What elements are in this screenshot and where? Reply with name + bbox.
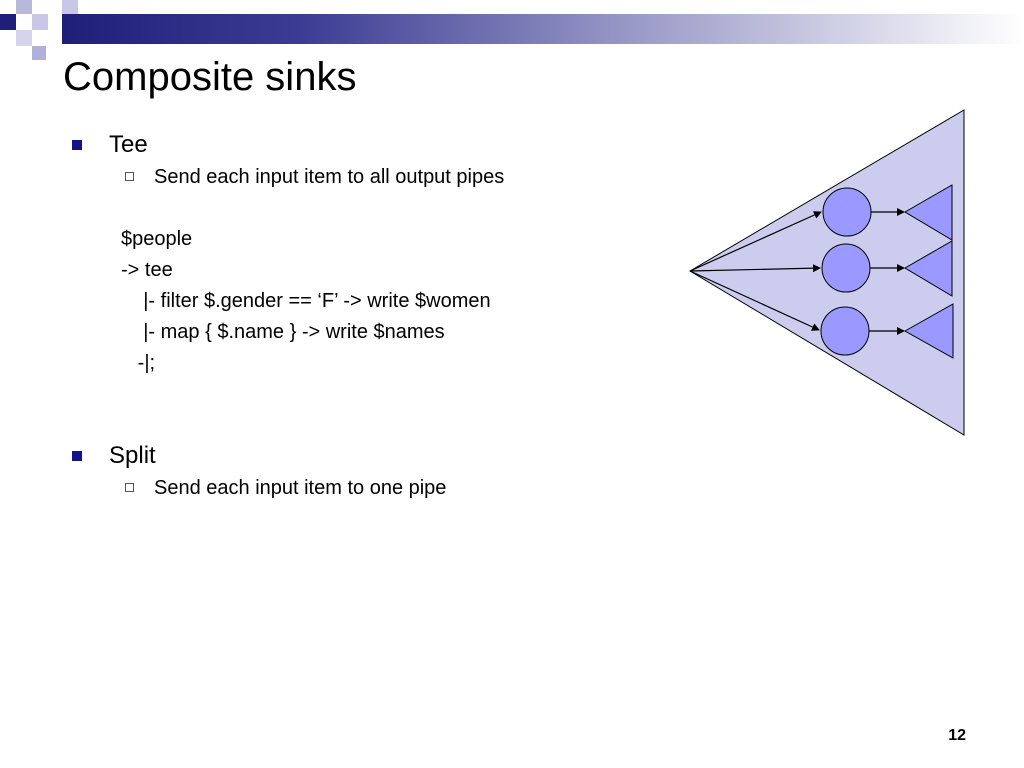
arrow-line bbox=[689, 264, 821, 273]
code-line: -> tee bbox=[121, 259, 173, 281]
code-line: |- filter $.gender == ‘F’ -> write $wome… bbox=[121, 290, 491, 312]
bullet-tee: Tee bbox=[72, 130, 148, 160]
code-line: $people bbox=[121, 228, 193, 250]
hollow-square-bullet-icon bbox=[125, 483, 134, 492]
code-line: |- map { $.name } -> write $names bbox=[121, 321, 445, 343]
decorative-squares-logo bbox=[0, 0, 78, 60]
arrow-line bbox=[689, 270, 820, 331]
output-sink-triangle bbox=[903, 303, 954, 359]
split-description-text: Send each input item to one pipe bbox=[154, 477, 447, 499]
sub-bullet-tee-description: Send each input item to all output pipes bbox=[125, 164, 505, 190]
sub-bullet-split-description: Send each input item to one pipe bbox=[125, 475, 447, 501]
title-gradient-bar bbox=[62, 14, 1024, 44]
output-sink-triangle bbox=[904, 184, 953, 241]
page-number: 12 bbox=[948, 727, 966, 744]
arrow-line bbox=[689, 211, 822, 272]
pipe-node-circle bbox=[821, 243, 871, 293]
square-bullet-icon bbox=[72, 140, 82, 150]
tee-description-text: Send each input item to all output pipes bbox=[154, 166, 505, 188]
bullet-tee-label: Tee bbox=[109, 131, 148, 158]
tee-diagram bbox=[689, 109, 965, 436]
pipe-node-circle bbox=[820, 306, 870, 356]
bullet-split-label: Split bbox=[109, 442, 156, 469]
hollow-square-bullet-icon bbox=[125, 172, 134, 181]
square-bullet-icon bbox=[72, 451, 82, 461]
code-line: -|; bbox=[121, 352, 156, 374]
pipe-node-circle bbox=[822, 187, 872, 237]
slide-title: Composite sinks bbox=[63, 55, 357, 99]
bullet-split: Split bbox=[72, 441, 156, 471]
output-sink-triangle bbox=[904, 240, 953, 297]
